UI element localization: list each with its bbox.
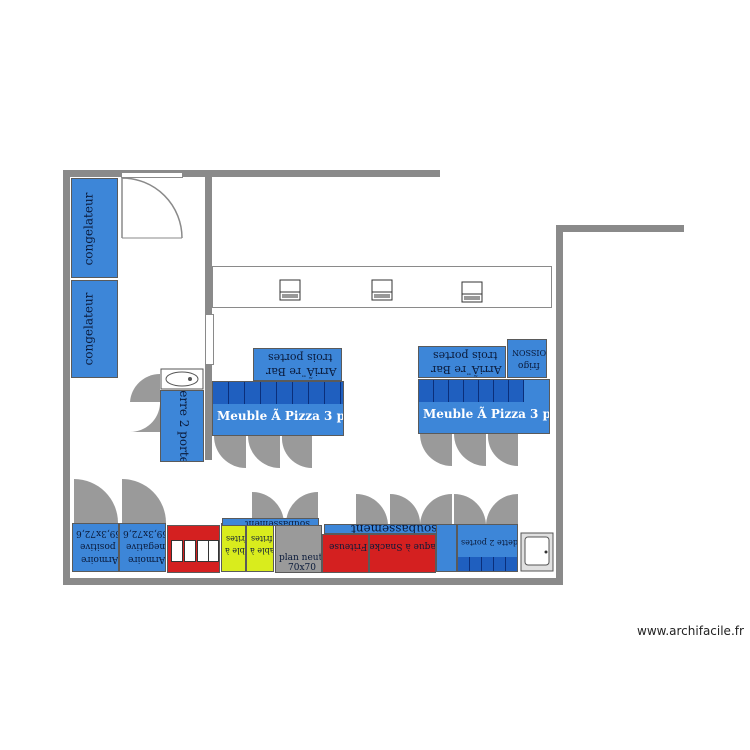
- saladette-drawers: [458, 557, 517, 571]
- meuble-pizza-right: Meuble Ã Pizza 3 portes: [418, 379, 550, 434]
- plan-neutre-line2: 70x70: [288, 563, 316, 573]
- watermark: www.archifacile.fr: [637, 624, 744, 638]
- door-swing-icon: [420, 434, 518, 467]
- sink-icon: [160, 368, 204, 390]
- table-frites-1-line1: frites: [226, 534, 246, 543]
- door-swing-icon: [252, 492, 318, 524]
- register-icon: [279, 279, 301, 301]
- saladette-label: Saladette 2 portes: [461, 538, 518, 547]
- pizza-drawers: [419, 380, 524, 402]
- armoire-positive-line1: 69,3x72,6: [76, 528, 119, 538]
- pizza-drawers: [213, 382, 343, 404]
- door-swing-icon: [356, 493, 518, 526]
- armoire-negative: 69,3x72,6 negative Armoire: [119, 523, 166, 572]
- saladette-2-portes: Saladette 2 portes: [457, 524, 518, 572]
- partition-opening: [205, 314, 214, 365]
- arriere-bar-right-line2: ArriÃ¨re Bar: [431, 363, 502, 376]
- armoire-negative-line3: Armoire: [128, 554, 166, 564]
- armoire-positive-line2: positive: [80, 541, 116, 551]
- wall-partition-lower: [205, 365, 212, 460]
- table-frites-2: frites table à: [246, 523, 274, 572]
- table-frites-1-line2: table à: [225, 546, 245, 555]
- frigo-boisson-line2: frigo: [518, 360, 540, 370]
- wall-bottom: [63, 578, 563, 585]
- armoire-negative-line1: 69,3x72,6: [123, 528, 166, 538]
- door-swing-icon: [74, 479, 166, 523]
- soubassement-right-label: soubassement: [351, 524, 438, 534]
- congelateur-top-label: congelateur: [81, 192, 96, 266]
- register-icon: [461, 281, 483, 303]
- sink-corner-icon: [520, 532, 554, 572]
- congelateur-bottom-label: congelateur: [81, 292, 96, 366]
- arriere-bar-left: trois portes ArriÃ¨re Bar: [253, 348, 342, 381]
- friteuse: Friteuse: [322, 534, 369, 573]
- arriere-bar-right-line1: trois portes: [433, 349, 498, 362]
- fourneau: [167, 525, 220, 573]
- armoire-positive-line3: Armoire: [81, 554, 119, 564]
- wall-right: [556, 225, 563, 585]
- armoire-positive: 69,3x72,6 positive Armoire: [72, 523, 119, 572]
- wall-top-right: [556, 225, 684, 232]
- meuble-pizza-left-label: Meuble Ã Pizza 3 portes: [217, 409, 343, 423]
- plaque-snacker: Plaque à Snacker: [369, 534, 436, 573]
- plan-neutre: plan neutre 70x70: [275, 525, 322, 573]
- entry-door-icon: [121, 177, 183, 239]
- arriere-bar-right: trois portes ArriÃ¨re Bar: [418, 346, 506, 378]
- arriere-bar-left-line2: ArriÃ¨re Bar: [266, 365, 337, 378]
- table-frites-2-line1: frites: [251, 534, 273, 543]
- wall-top-left: [63, 170, 440, 177]
- table-frites-1: frites table à: [221, 523, 246, 572]
- plan-neutre-line1: plan neutre: [279, 553, 322, 563]
- meuble-pizza-left: Meuble Ã Pizza 3 portes: [212, 381, 344, 436]
- serre-label: serre 2 portes: [176, 390, 191, 462]
- armoire-negative-line2: negative: [126, 541, 166, 551]
- small-unit: [436, 524, 457, 572]
- wall-partition: [205, 177, 212, 314]
- register-icon: [371, 279, 393, 301]
- friteuse-label: Friteuse: [329, 541, 368, 551]
- plaque-label: Plaque à Snacker: [369, 541, 436, 551]
- door-frame: [121, 172, 183, 178]
- door-swing-icon: [214, 436, 312, 469]
- soubassement-left: soubassement: [222, 518, 319, 526]
- frigo-boisson: BOISSON frigo: [507, 339, 547, 378]
- table-frites-2-line2: table à: [250, 546, 273, 555]
- congelateur-top: congelateur: [71, 178, 118, 278]
- serre-2-portes: serre 2 portes: [160, 390, 204, 462]
- wall-left: [63, 170, 70, 585]
- door-swing-icon: [130, 373, 160, 433]
- arriere-bar-left-line1: trois portes: [268, 351, 333, 364]
- congelateur-bottom: congelateur: [71, 280, 118, 378]
- meuble-pizza-right-label: Meuble Ã Pizza 3 portes: [423, 407, 549, 421]
- frigo-boisson-line1: BOISSON: [512, 348, 547, 357]
